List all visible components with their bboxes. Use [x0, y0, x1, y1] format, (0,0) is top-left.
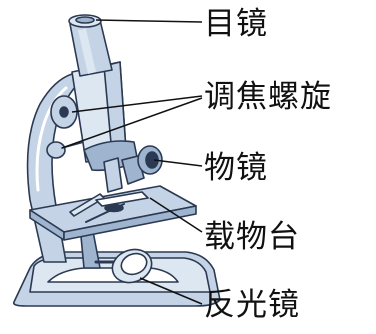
leader-line-focus-fine: [61, 97, 203, 149]
glass-slide: [95, 191, 149, 207]
eyepiece-highlight: [78, 29, 96, 74]
leader-line-objective: [153, 159, 203, 167]
eyepiece-lens: [75, 16, 95, 24]
specimen-stage-front: [63, 205, 197, 241]
leader-line-mirror: [139, 277, 203, 305]
fine-focus-knob: [46, 141, 66, 159]
label-stage: 载物台: [204, 219, 300, 255]
label-mirror: 反光镜: [204, 287, 300, 323]
leader-line-eyepiece: [95, 19, 203, 23]
label-focus-knob: 调焦螺旋: [204, 79, 332, 115]
label-objective: 物镜: [204, 150, 268, 186]
leader-line-focus-coarse: [71, 95, 203, 113]
objective-lens-1: [103, 157, 123, 193]
leader-line-stage: [149, 197, 203, 233]
label-eyepiece: 目镜: [204, 6, 268, 42]
microscope-arm-highlight: [35, 86, 68, 192]
reflector-mirror-face: [120, 252, 148, 276]
stage-clip-right: [85, 203, 125, 223]
coarse-focus-knob-center: [59, 106, 69, 118]
